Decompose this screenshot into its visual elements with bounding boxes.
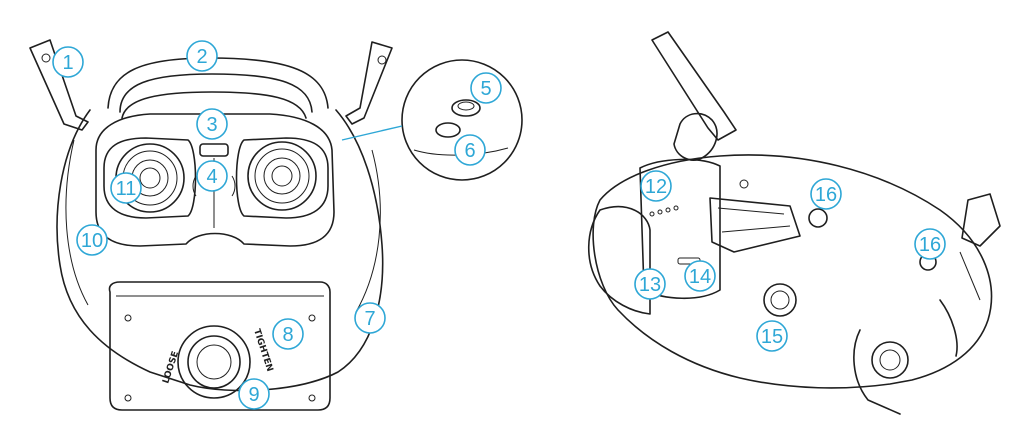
- callout-16: 16: [810, 178, 842, 210]
- callout-7-label: 7: [364, 308, 375, 330]
- callout-7: 7: [354, 302, 386, 334]
- callout-5: 5: [470, 72, 502, 104]
- callout-2-label: 2: [196, 46, 207, 68]
- callout-16b-label: 16: [919, 234, 941, 256]
- callout-3-label: 3: [206, 114, 217, 136]
- callout-10: 10: [76, 224, 108, 256]
- callout-9: 9: [238, 378, 270, 410]
- callout-8-label: 8: [282, 324, 293, 346]
- callout-16b: 16: [914, 228, 946, 260]
- callout-1-label: 1: [62, 52, 73, 74]
- callout-3: 3: [196, 108, 228, 140]
- callout-9-label: 9: [248, 384, 259, 406]
- callout-10-label: 10: [81, 230, 103, 252]
- callout-4-label: 4: [206, 166, 217, 188]
- front-view-goggles: LOOSE TIGHTEN: [29, 39, 523, 411]
- side-view-goggles: [587, 31, 1001, 415]
- callout-5-label: 5: [480, 78, 491, 100]
- callout-15-label: 15: [761, 326, 783, 348]
- tighten-engraving: TIGHTEN: [251, 328, 274, 373]
- callout-12: 12: [640, 170, 672, 202]
- callout-16-label: 16: [815, 184, 837, 206]
- callout-15: 15: [756, 320, 788, 352]
- callout-14: 14: [684, 260, 716, 292]
- callout-14-label: 14: [689, 266, 711, 288]
- callout-12-label: 12: [645, 176, 667, 198]
- callout-11: 11: [110, 172, 142, 204]
- callout-6-label: 6: [464, 140, 475, 162]
- callout-2: 2: [186, 40, 218, 72]
- callout-1: 1: [52, 46, 84, 78]
- callout-13-label: 13: [639, 274, 661, 296]
- callout-11-label: 11: [116, 178, 137, 200]
- callout-8: 8: [272, 318, 304, 350]
- callout-4: 4: [196, 160, 228, 192]
- callout-13: 13: [634, 268, 666, 300]
- callout-6: 6: [454, 134, 486, 166]
